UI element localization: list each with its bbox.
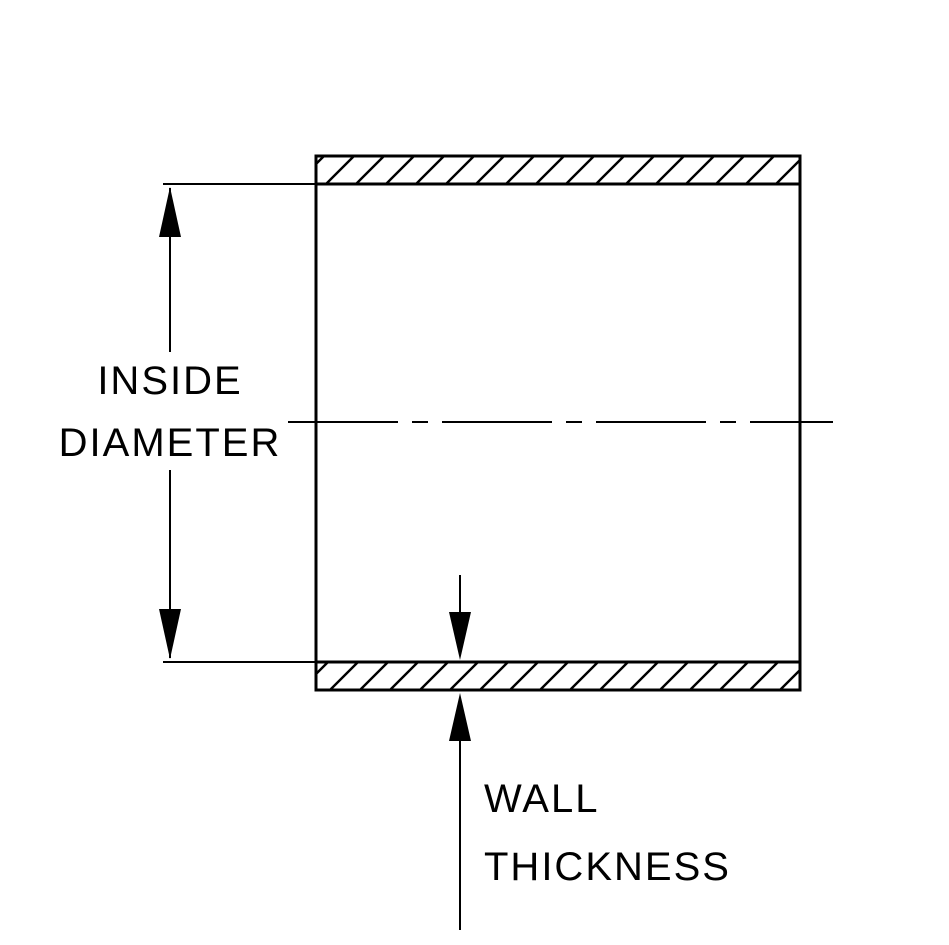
top-wall-hatch — [316, 156, 800, 184]
wall-thickness-label-line1: WALL — [484, 777, 599, 821]
wall-thickness-label-line2: THICKNESS — [484, 845, 731, 889]
inside-diameter-label-line2: DIAMETER — [59, 421, 282, 465]
inside-diameter-arrow-up-icon — [159, 187, 181, 237]
wall-thickness-arrow-down-icon — [449, 612, 471, 660]
wall-thickness-arrow-up-icon — [449, 693, 471, 741]
inside-diameter-arrow-down-icon — [159, 609, 181, 659]
inside-diameter-label-line1: INSIDE — [97, 359, 242, 403]
bottom-wall-hatch — [316, 662, 800, 690]
